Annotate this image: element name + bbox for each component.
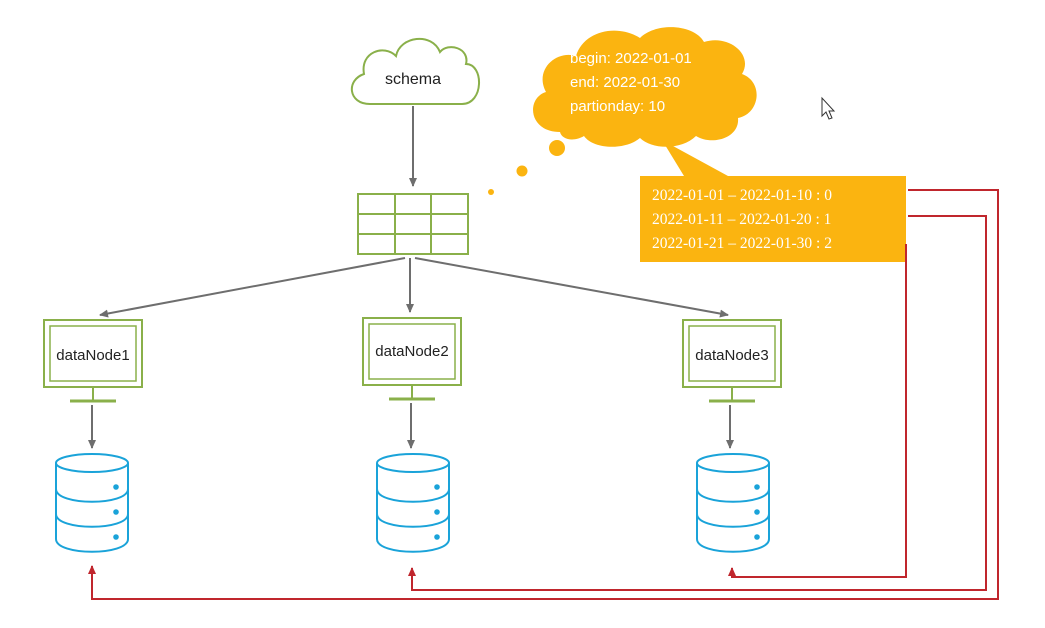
partition2-to-db3-line xyxy=(728,244,907,578)
partition-row-1: 2022-01-11 – 2022-01-20 : 1 xyxy=(652,211,831,228)
schema-cloud-icon xyxy=(350,37,480,105)
config-thought-bubble-icon xyxy=(488,27,757,195)
config-end-text: end: 2022-01-30 xyxy=(570,74,680,91)
partition1-to-db2-line xyxy=(408,215,987,591)
datanode2-monitor-icon xyxy=(362,317,462,401)
routing-table-icon xyxy=(357,193,469,255)
datanode3-monitor-icon xyxy=(682,319,782,403)
datanode2-label: dataNode2 xyxy=(375,343,448,360)
config-partionday-text: partionday: 10 xyxy=(570,98,665,115)
table-to-node3-arrow xyxy=(414,257,729,318)
datanode1-label: dataNode1 xyxy=(56,347,129,364)
mouse-cursor-icon xyxy=(821,96,836,120)
datanode3-label: dataNode3 xyxy=(695,347,768,364)
database2-icon xyxy=(376,453,450,553)
partition0-to-db1-line xyxy=(88,189,999,600)
config-begin-text: begin: 2022-01-01 xyxy=(570,50,692,67)
database3-icon xyxy=(696,453,770,553)
datanode1-monitor-icon xyxy=(43,319,143,403)
table-to-node1-arrow xyxy=(99,257,406,318)
partition-callout-box xyxy=(640,140,906,262)
database1-icon xyxy=(55,453,129,553)
schema-label: schema xyxy=(385,71,441,88)
partition-row-2: 2022-01-21 – 2022-01-30 : 2 xyxy=(652,235,832,252)
partition-row-0: 2022-01-01 – 2022-01-10 : 0 xyxy=(652,187,832,204)
